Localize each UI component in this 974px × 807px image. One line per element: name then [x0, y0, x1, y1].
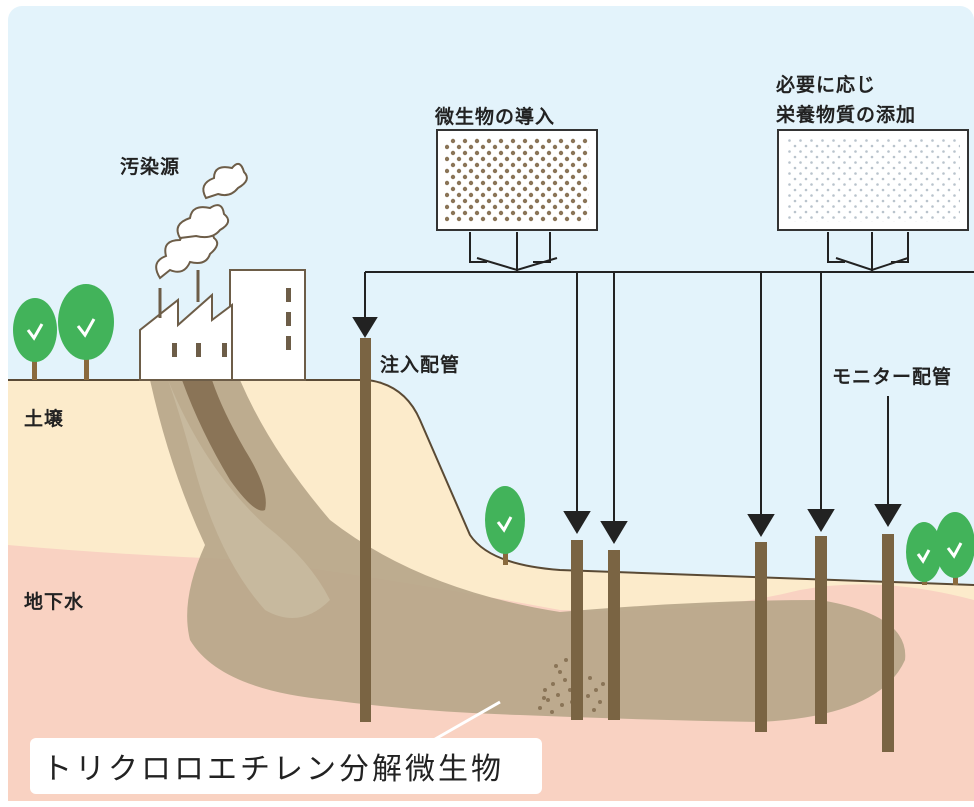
smoke-icon: [155, 162, 248, 280]
well-pipe: [608, 550, 620, 720]
injection-pipe: [360, 338, 371, 722]
well-pipe: [571, 540, 583, 720]
nutrient-tank-icon: [777, 129, 969, 272]
ground-line: [8, 379, 974, 586]
plume-inner: [168, 380, 330, 618]
callout-line: [429, 700, 501, 744]
tree-icon: [485, 486, 525, 565]
arrow-down-icon: [563, 511, 591, 534]
factory-icon: [139, 269, 306, 381]
tree-icon: [13, 298, 57, 380]
arrow-down-icon: [600, 521, 628, 544]
label-monitor-pipe: モニター配管: [832, 366, 953, 388]
tree-icon: [58, 284, 114, 380]
arrow-down-icon: [352, 317, 378, 338]
feed-lines: [352, 272, 902, 544]
label-microbe-intro: 微生物の導入: [435, 106, 556, 128]
tree-icon: [935, 512, 974, 585]
well-pipe: [815, 536, 827, 724]
label-soil: 土壌: [24, 408, 65, 430]
tree-icon: [906, 522, 942, 585]
label-groundwater: 地下水: [24, 591, 85, 613]
arrow-down-icon: [874, 504, 902, 527]
plume-core: [182, 380, 266, 511]
arrow-down-icon: [747, 514, 775, 537]
tce-microbe-label: トリクロロエチレン分解微生物: [30, 738, 542, 794]
label-injection-pipe: 注入配管: [380, 354, 461, 376]
microbe-tank-icon: [436, 129, 598, 272]
contamination-plume: [150, 380, 906, 722]
label-nutrient-line1: 必要に応じ: [776, 74, 877, 96]
label-pollution-source: 汚染源: [120, 156, 181, 178]
label-nutrient-line2: 栄養物質の添加: [776, 104, 917, 126]
wells: [360, 338, 894, 752]
monitor-pipe: [882, 534, 894, 752]
well-pipe: [755, 542, 767, 732]
arrow-down-icon: [807, 509, 835, 532]
